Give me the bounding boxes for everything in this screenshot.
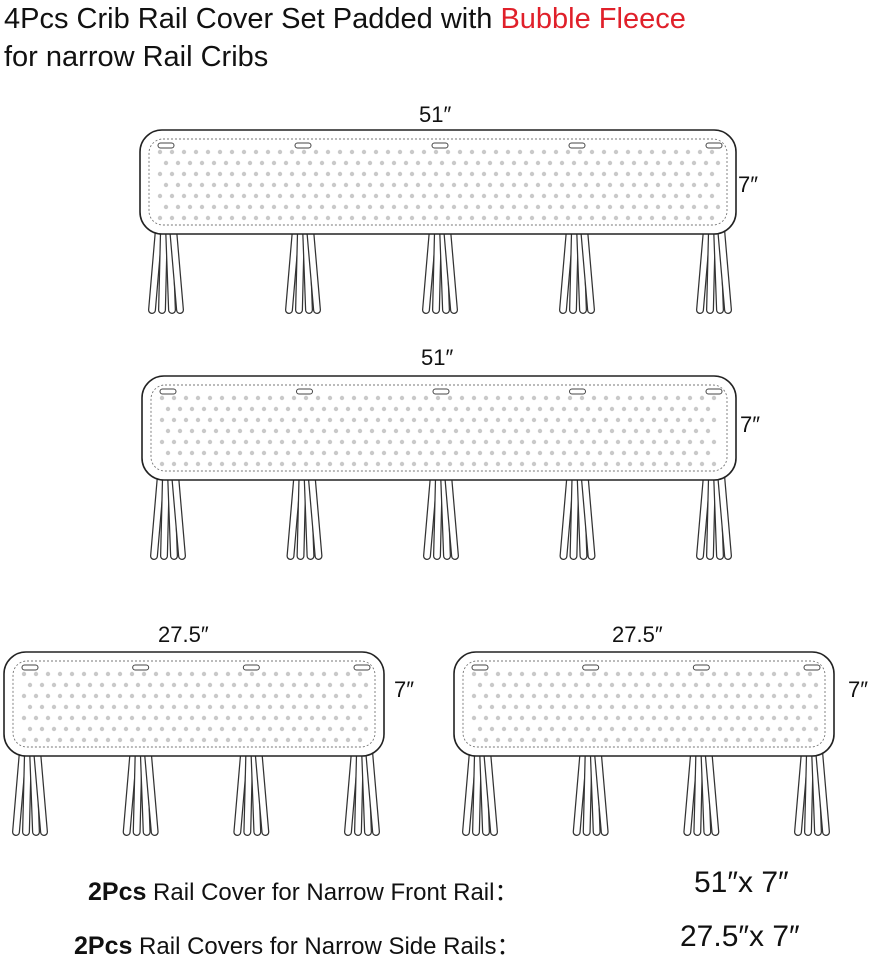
title-line1-prefix: 4Pcs Crib Rail Cover Set Padded with bbox=[4, 3, 501, 35]
tie-straps bbox=[150, 470, 732, 560]
spec-2-desc: Rail Covers for Narrow Side Rails： bbox=[132, 933, 521, 960]
pad-4-height-label: 7″ bbox=[848, 677, 869, 702]
product-title: 4Pcs Crib Rail Cover Set Padded with Bub… bbox=[4, 0, 874, 76]
tie-strap bbox=[150, 470, 170, 560]
tie-strap bbox=[794, 746, 814, 836]
pad-1-illustration bbox=[139, 129, 737, 314]
pad-3-height-label: 7″ bbox=[394, 677, 415, 702]
tie-strap bbox=[148, 224, 168, 314]
tie-strap bbox=[167, 470, 186, 560]
bubble-fleece-dots bbox=[157, 149, 721, 221]
spec-row-side-rails: 2Pcs Rail Covers for Narrow Side Rails： bbox=[74, 926, 521, 961]
bubble-fleece-dots bbox=[471, 671, 819, 743]
tie-strap bbox=[700, 746, 720, 836]
pad-stitch bbox=[148, 138, 728, 226]
tie-strap bbox=[696, 224, 716, 314]
pad-2-height-label: 7″ bbox=[740, 412, 761, 437]
snap-tabs bbox=[159, 388, 723, 395]
tie-strap bbox=[423, 470, 443, 560]
tie-strap bbox=[361, 746, 380, 836]
pad-stitch bbox=[150, 384, 728, 472]
tie-strap bbox=[696, 470, 716, 560]
bubble-fleece-dots bbox=[21, 671, 369, 743]
tie-straps bbox=[148, 224, 732, 314]
pad-4-width-label: 27.5″ bbox=[612, 622, 663, 647]
tie-strap bbox=[12, 746, 32, 836]
tie-straps bbox=[12, 746, 380, 836]
tie-strap bbox=[479, 746, 498, 836]
tie-strap bbox=[303, 470, 323, 560]
title-line2: for narrow Rail Cribs bbox=[4, 41, 269, 73]
tie-strap bbox=[589, 746, 609, 836]
tie-strap bbox=[122, 746, 143, 836]
spec-1-size: 51″x 7″ bbox=[694, 866, 789, 899]
tie-strap bbox=[29, 746, 48, 836]
snap-tabs bbox=[157, 142, 723, 149]
tie-straps bbox=[462, 746, 830, 836]
tie-strap bbox=[559, 470, 580, 560]
pad-4-illustration bbox=[453, 651, 835, 836]
spec-1-qty: 2Pcs bbox=[88, 878, 147, 906]
rail-cover-pad-4 bbox=[452, 650, 842, 840]
pad-1-width-label: 51″ bbox=[419, 102, 452, 127]
tie-strap bbox=[344, 746, 364, 836]
spec-2-size: 27.5″x 7″ bbox=[680, 920, 800, 953]
rail-cover-pad-1 bbox=[138, 128, 738, 328]
tie-strap bbox=[576, 470, 596, 560]
tie-strap bbox=[422, 224, 442, 314]
tie-strap bbox=[572, 746, 593, 836]
rail-cover-pad-2 bbox=[140, 374, 740, 574]
bubble-fleece-dots bbox=[159, 395, 717, 467]
spec-1-desc: Rail Cover for Narrow Front Rail： bbox=[146, 879, 519, 906]
tie-strap bbox=[139, 746, 159, 836]
pad-2-width-label: 51″ bbox=[421, 345, 454, 370]
spec-row-front-rail: 2Pcs Rail Cover for Narrow Front Rail： bbox=[88, 872, 518, 907]
snap-tabs bbox=[471, 664, 821, 671]
pad-3-illustration bbox=[3, 651, 385, 836]
rail-cover-pad-3 bbox=[2, 650, 392, 840]
tie-strap bbox=[439, 224, 458, 314]
pad-1-height-label: 7″ bbox=[738, 172, 759, 197]
title-highlight: Bubble Fleece bbox=[500, 3, 686, 35]
tie-strap bbox=[440, 470, 459, 560]
pad-stitch bbox=[12, 660, 376, 748]
pad-stitch bbox=[462, 660, 826, 748]
tie-strap bbox=[713, 470, 732, 560]
tie-strap bbox=[713, 224, 732, 314]
tie-strap bbox=[576, 224, 595, 314]
pad-body bbox=[453, 651, 835, 757]
snap-tabs bbox=[21, 664, 371, 671]
pad-body bbox=[3, 651, 385, 757]
tie-strap bbox=[165, 224, 184, 314]
tie-strap bbox=[285, 224, 305, 314]
tie-strap bbox=[811, 746, 830, 836]
tie-strap bbox=[286, 470, 307, 560]
spec-2-qty: 2Pcs bbox=[74, 932, 133, 960]
pad-3-width-label: 27.5″ bbox=[158, 622, 209, 647]
tie-strap bbox=[233, 746, 254, 836]
tie-strap bbox=[302, 224, 321, 314]
tie-strap bbox=[462, 746, 482, 836]
pad-2-illustration bbox=[141, 375, 737, 560]
tie-strap bbox=[250, 746, 270, 836]
tie-strap bbox=[559, 224, 579, 314]
tie-strap bbox=[683, 746, 704, 836]
